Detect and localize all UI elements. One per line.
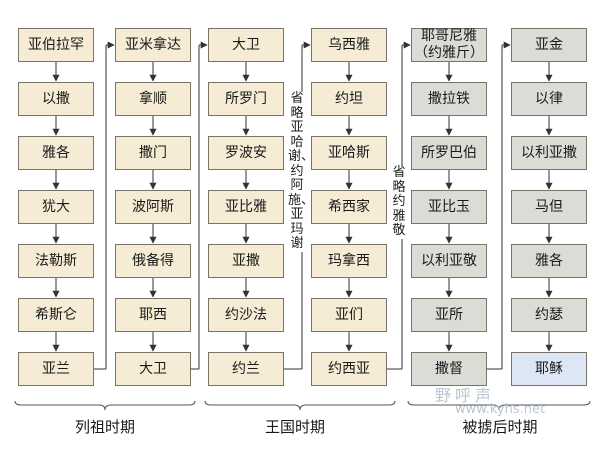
person-node: 玛拿西 (311, 244, 387, 278)
person-node: 约瑟 (511, 298, 587, 332)
person-node: 以撒 (18, 82, 94, 116)
person-node: 撒督 (411, 352, 487, 386)
person-node: 亚金 (511, 28, 587, 62)
person-node: 希斯仑 (18, 298, 94, 332)
person-node: 大卫 (115, 352, 191, 386)
person-node: 亚比雅 (208, 190, 284, 224)
person-node: 亚比玉 (411, 190, 487, 224)
person-node: 亚米拿达 (115, 28, 191, 62)
person-node: 撒拉铁 (411, 82, 487, 116)
person-node: 以利亚撒 (511, 136, 587, 170)
person-node: 亚哈斯 (311, 136, 387, 170)
person-node: 约西亚 (311, 352, 387, 386)
era-label-exile: 被掳后时期 (462, 418, 538, 436)
person-node: 约坦 (311, 82, 387, 116)
person-node: 拿顺 (115, 82, 191, 116)
person-node: 耶哥尼雅 （约雅斤） (411, 28, 487, 62)
omission-note-jehoiakim: 省略约雅敬 (390, 165, 408, 239)
person-node: 约兰 (208, 352, 284, 386)
person-node: 以利亚敬 (411, 244, 487, 278)
person-node: 亚兰 (18, 352, 94, 386)
person-node: 大卫 (208, 28, 284, 62)
person-node: 所罗巴伯 (411, 136, 487, 170)
person-node: 亚所 (411, 298, 487, 332)
person-node: 耶西 (115, 298, 191, 332)
person-node: 希西家 (311, 190, 387, 224)
omission-note-kingdom: 省略亚哈谢、约阿施、亚玛谢 (288, 91, 315, 252)
person-node: 雅各 (18, 136, 94, 170)
person-node: 亚伯拉罕 (18, 28, 94, 62)
person-node: 犹大 (18, 190, 94, 224)
person-node: 撒门 (115, 136, 191, 170)
person-node: 雅各 (511, 244, 587, 278)
person-node: 马但 (511, 190, 587, 224)
person-node: 耶稣 (511, 352, 587, 386)
person-node: 乌西雅 (311, 28, 387, 62)
person-node: 亚撒 (208, 244, 284, 278)
person-node: 所罗门 (208, 82, 284, 116)
person-node: 法勒斯 (18, 244, 94, 278)
person-node: 俄备得 (115, 244, 191, 278)
era-brace (407, 400, 591, 411)
person-node: 以律 (511, 82, 587, 116)
era-brace (204, 400, 396, 411)
person-node: 波阿斯 (115, 190, 191, 224)
person-node: 约沙法 (208, 298, 284, 332)
person-node: 亚们 (311, 298, 387, 332)
era-brace (14, 400, 196, 411)
era-label-kingdom: 王国时期 (264, 418, 325, 436)
era-label-patriarchs: 列祖时期 (74, 418, 135, 436)
person-node: 罗波安 (208, 136, 284, 170)
